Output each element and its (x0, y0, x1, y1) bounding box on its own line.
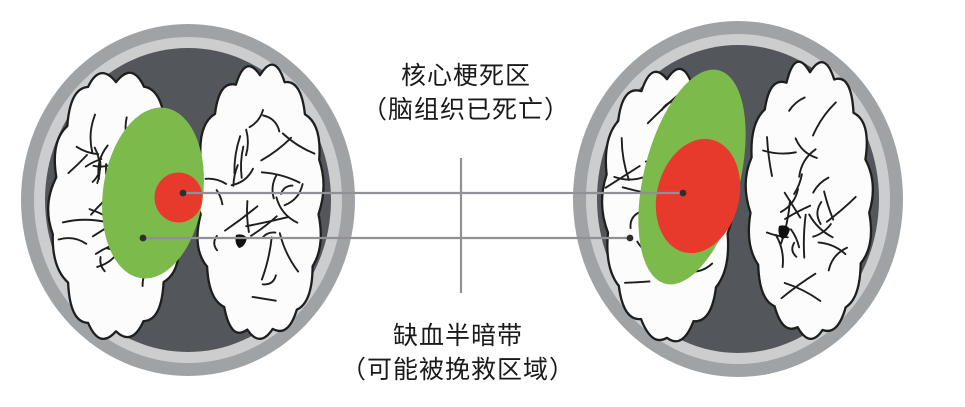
label-penumbra-line1: 缺血半暗带 (392, 323, 523, 350)
brain-hemisphere (744, 60, 874, 340)
label-penumbra-line2: （可能被挽救区域） (340, 357, 575, 384)
infarct-core-region (154, 172, 203, 223)
label-infarct-core-line1: 核心梗死区 (400, 63, 531, 90)
brain-hemisphere (193, 63, 325, 340)
ventricle-mark (778, 225, 790, 239)
leader-dot-core-left (179, 189, 187, 197)
leader-dot-penumbra-right (626, 234, 634, 242)
sulci-lines (762, 96, 857, 302)
label-infarct-core: 核心梗死区 （脑组织已死亡） (306, 60, 626, 128)
left-brain-diagram (21, 24, 355, 376)
penumbra-region (102, 107, 204, 279)
label-infarct-core-line2: （脑组织已死亡） (361, 97, 570, 124)
leader-dot-penumbra-left (139, 234, 147, 242)
right-brain-diagram (573, 21, 903, 377)
sulci-lines (204, 109, 316, 302)
infarct-core-region (655, 138, 741, 254)
label-penumbra: 缺血半暗带 （可能被挽救区域） (298, 320, 618, 388)
leader-dot-core-right (679, 189, 687, 197)
